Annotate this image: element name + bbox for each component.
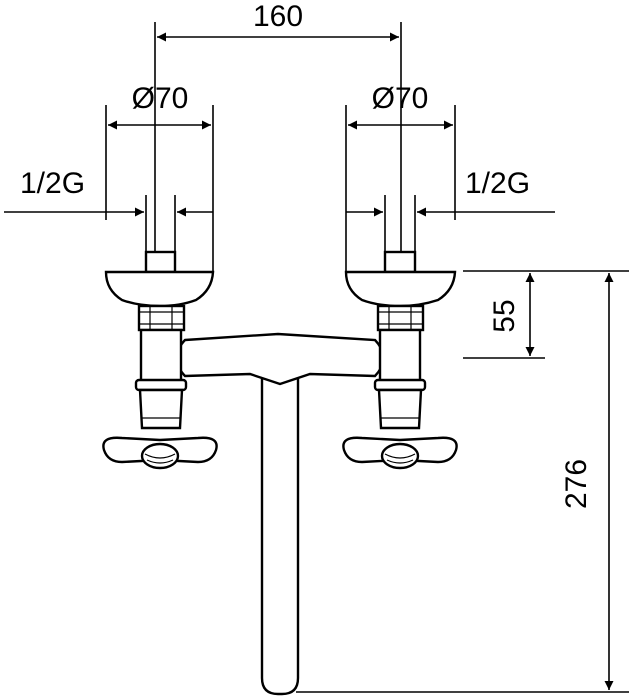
- dimension-flange-left: Ø70: [105, 82, 214, 272]
- flange-right-label: Ø70: [372, 82, 429, 115]
- bridge-body: [175, 332, 385, 386]
- thread-left-label: 1/2G: [20, 167, 85, 200]
- height-short-label: 55: [488, 299, 521, 332]
- dimension-height-total: 276: [296, 273, 629, 693]
- dimension-height-short: 55: [463, 270, 629, 359]
- height-total-label: 276: [560, 459, 593, 509]
- thread-right-label: 1/2G: [465, 167, 530, 200]
- left-valve: [102, 250, 218, 470]
- dimension-flange-right: Ø70: [345, 82, 456, 272]
- flange-left-label: Ø70: [132, 82, 189, 115]
- spacing-label: 160: [253, 0, 303, 33]
- right-valve: [342, 250, 458, 470]
- spout: [260, 372, 300, 696]
- dimension-spacing: 160: [154, 0, 402, 255]
- dimension-thread-right: 1/2G: [346, 167, 555, 255]
- dimension-thread-left: 1/2G: [4, 167, 213, 255]
